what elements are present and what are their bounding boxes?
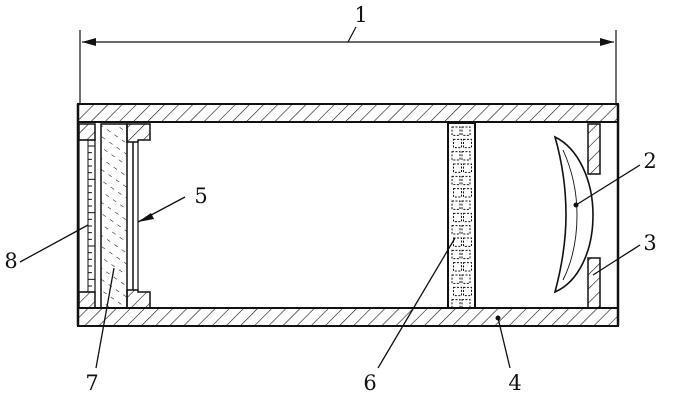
dimension-line — [79, 26, 617, 104]
grid-cell — [453, 163, 462, 173]
grid-cell — [451, 249, 461, 260]
grid-cell — [453, 237, 462, 247]
scale-plate — [78, 139, 96, 293]
grid-cell — [463, 138, 472, 149]
callout-8: 8 — [4, 249, 17, 273]
lens — [553, 135, 594, 294]
grid-cell — [461, 151, 471, 161]
grid-cell — [453, 286, 462, 297]
grid-cell — [451, 200, 461, 210]
callout-5: 5 — [194, 184, 207, 208]
callout-6: 6 — [363, 371, 376, 395]
grid-cell — [461, 126, 471, 136]
grid-cell — [451, 299, 461, 309]
lens-seat — [587, 123, 601, 309]
grid-cell — [453, 262, 462, 272]
grid-cell — [451, 151, 461, 161]
grid-cell — [453, 138, 462, 149]
grid-cell — [453, 188, 462, 198]
grid-cell — [453, 212, 462, 223]
grid-cell — [461, 299, 471, 309]
grid-cell — [463, 163, 472, 173]
grid-cell — [463, 188, 472, 198]
grid-cell — [451, 126, 461, 136]
callout-3: 3 — [643, 231, 656, 255]
grid-cell — [461, 249, 471, 260]
grid-cell — [451, 225, 461, 235]
callout-2: 2 — [643, 149, 656, 173]
grid-cell — [451, 175, 461, 186]
grid-cell — [461, 200, 471, 210]
glass-window — [78, 123, 128, 309]
leader-lines — [19, 164, 641, 369]
grid-cell — [461, 274, 471, 284]
tube-wall — [76, 103, 620, 327]
grid-screen — [447, 122, 476, 309]
grid-cell — [463, 262, 472, 272]
grid-cell — [463, 237, 472, 247]
grid-cell — [463, 212, 472, 223]
target-plate — [126, 123, 151, 309]
callout-7: 7 — [85, 371, 98, 395]
callout-1: 1 — [354, 3, 367, 27]
grid-cell — [461, 225, 471, 235]
grid-cell — [461, 175, 471, 186]
grid-cell — [451, 274, 461, 284]
grid-cell — [463, 286, 472, 297]
callout-4: 4 — [508, 371, 521, 395]
